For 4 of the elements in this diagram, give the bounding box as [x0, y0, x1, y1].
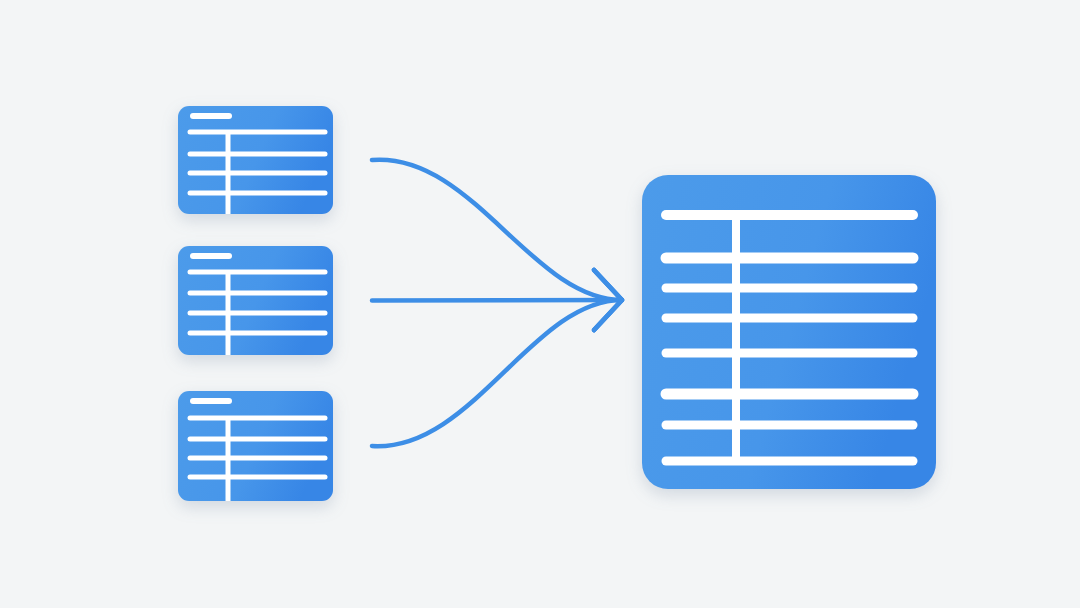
table-icon — [642, 175, 936, 489]
table-icon — [178, 246, 333, 355]
table-icon — [178, 106, 333, 214]
table-icon — [178, 391, 333, 501]
